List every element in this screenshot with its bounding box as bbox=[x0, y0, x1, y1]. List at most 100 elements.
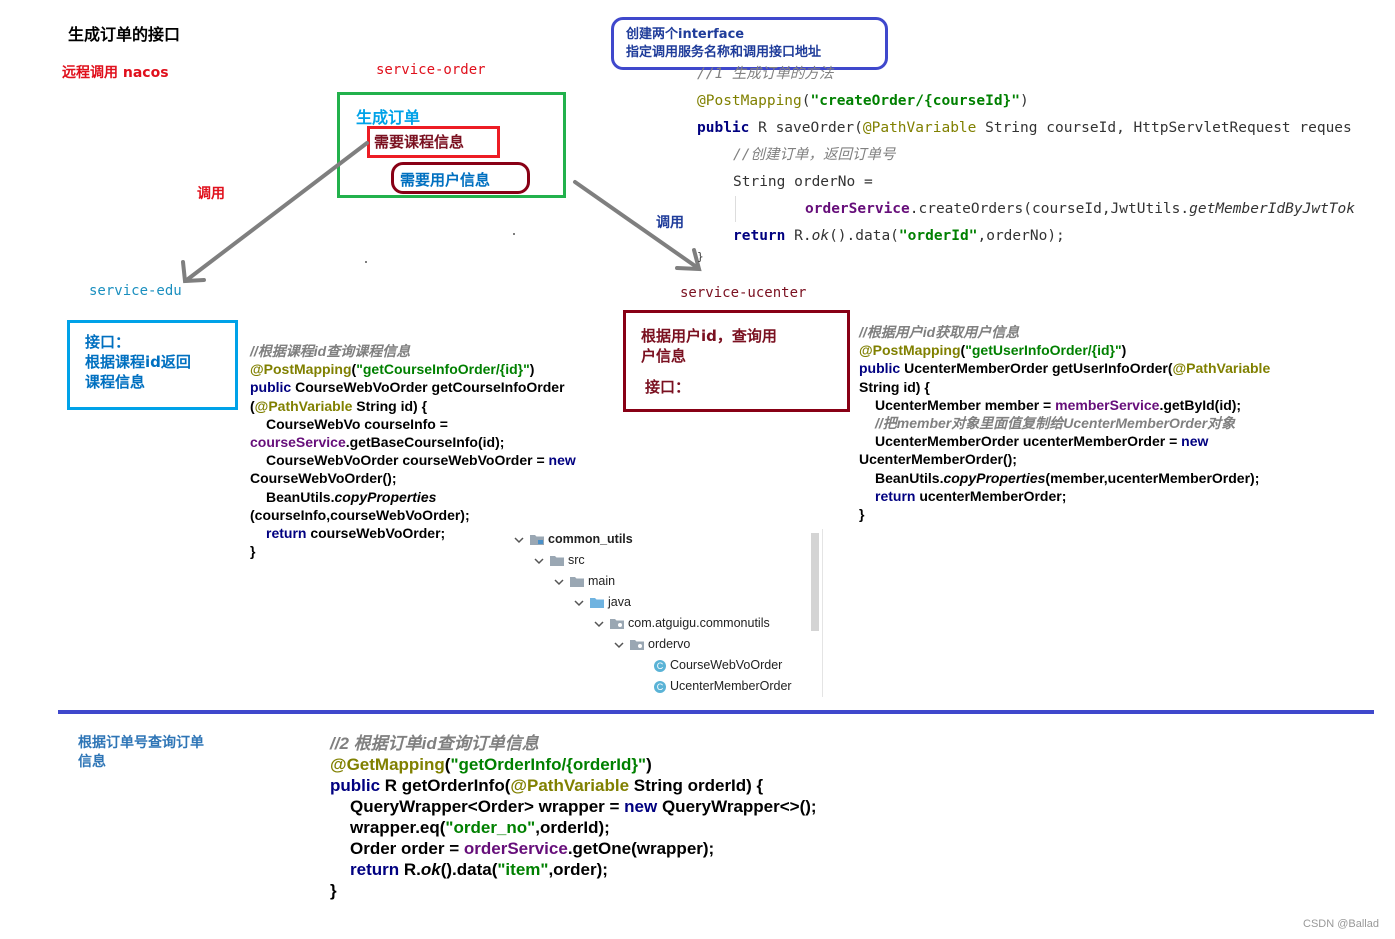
tree-item[interactable]: com.atguigu.commonutils bbox=[594, 613, 770, 634]
code-line: courseService.getBaseCourseInfo(id); bbox=[250, 433, 576, 451]
code-line: BeanUtils.copyProperties(member,ucenterM… bbox=[859, 469, 1270, 487]
code-string: "createOrder/{courseId}" bbox=[810, 93, 1021, 109]
code-keyword: new bbox=[548, 452, 576, 469]
code-token: UcenterMemberOrder ucenterMemberOrder = bbox=[875, 433, 1182, 450]
chevron-down-icon[interactable] bbox=[534, 556, 544, 566]
code-comment: //根据课程id查询课程信息 bbox=[250, 343, 411, 359]
code-annotation: @GetMapping bbox=[330, 755, 445, 774]
code-line: //根据课程id查询课程信息 bbox=[250, 342, 576, 360]
code-token: ( bbox=[250, 397, 255, 414]
code-token: UcenterMemberOrder(); bbox=[859, 451, 1017, 468]
need-user-label: 需要用户信息 bbox=[400, 171, 491, 189]
code-keyword: return bbox=[875, 487, 916, 504]
chevron-down-icon[interactable] bbox=[514, 535, 524, 545]
interface-note-line2: 指定调用服务名称和调用接口地址 bbox=[626, 45, 822, 60]
code-line: UcenterMemberOrder ucenterMemberOrder = … bbox=[859, 432, 1270, 450]
tree-scrollbar[interactable] bbox=[811, 533, 819, 631]
dot-mark bbox=[365, 261, 367, 263]
code-line: public R saveOrder(@PathVariable String … bbox=[697, 115, 1355, 142]
chevron-down-icon[interactable] bbox=[554, 577, 564, 587]
code-token: getMemberIdByJwtTok bbox=[1189, 201, 1355, 217]
code-token: ,orderNo); bbox=[977, 228, 1065, 244]
source-folder-icon bbox=[590, 598, 604, 608]
code-token: Order order = bbox=[350, 839, 464, 858]
code-token: } bbox=[859, 506, 865, 523]
tree-item[interactable]: java bbox=[574, 592, 631, 613]
chevron-down-icon[interactable] bbox=[594, 619, 604, 629]
service-ucenter-box-line1: 根据用户id，查询用 bbox=[641, 327, 777, 345]
query-label-line2: 信息 bbox=[78, 754, 106, 770]
tree-label: java bbox=[608, 595, 631, 609]
tree-item[interactable]: C UcenterMemberOrder bbox=[654, 676, 792, 697]
tree-item[interactable]: C CourseWebVoOrder bbox=[654, 655, 782, 676]
code-keyword: public bbox=[697, 120, 750, 136]
code-line: //创建订单，返回订单号 bbox=[697, 142, 1355, 169]
service-edu-box-line1: 接口： bbox=[85, 333, 131, 351]
code-line: //2 根据订单id查询订单信息 bbox=[330, 733, 817, 754]
code-line: @PostMapping("getUserInfoOrder/{id}") bbox=[859, 342, 1127, 359]
user-info-code: //根据用户id获取用户信息 @PostMapping("getUserInfo… bbox=[859, 323, 1270, 523]
class-icon: C bbox=[654, 680, 666, 693]
code-comment: //2 根据订单id查询订单信息 bbox=[330, 734, 539, 753]
service-order-box-title: 生成订单 bbox=[356, 108, 421, 127]
code-field: orderService bbox=[805, 201, 910, 217]
code-token: UcenterMemberOrder getUserInfoOrder( bbox=[900, 360, 1173, 377]
code-field: courseService bbox=[250, 434, 346, 451]
code-token: R saveOrder( bbox=[749, 120, 863, 136]
code-keyword: return bbox=[266, 525, 307, 542]
tree-item[interactable]: src bbox=[534, 550, 585, 571]
service-ucenter-box bbox=[623, 310, 850, 412]
service-edu-box-line2: 根据课程id返回 bbox=[85, 353, 191, 371]
code-annotation: @PathVariable bbox=[510, 776, 630, 795]
folder-icon bbox=[550, 556, 564, 566]
code-token: R getOrderInfo( bbox=[380, 776, 511, 795]
chevron-down-icon[interactable] bbox=[614, 640, 624, 650]
chevron-down-icon[interactable] bbox=[574, 598, 584, 608]
code-line: @PostMapping("getCourseInfoOrder/{id}") bbox=[250, 361, 535, 378]
tree-label: UcenterMemberOrder bbox=[670, 679, 792, 693]
tree-item[interactable]: main bbox=[554, 571, 615, 592]
code-keyword: return bbox=[350, 860, 400, 879]
code-token: QueryWrapper<>(); bbox=[657, 797, 817, 816]
code-token: } bbox=[330, 881, 337, 900]
code-token: BeanUtils. bbox=[266, 488, 335, 505]
code-token: ( bbox=[801, 93, 811, 109]
code-keyword: public bbox=[250, 379, 292, 396]
service-ucenter-label: service-ucenter bbox=[680, 285, 807, 301]
code-token: ok bbox=[420, 860, 441, 879]
code-keyword: public bbox=[859, 360, 901, 377]
code-line: public UcenterMemberOrder getUserInfoOrd… bbox=[859, 359, 1270, 377]
code-token: } bbox=[250, 543, 256, 560]
code-line: UcenterMemberOrder(); bbox=[859, 450, 1270, 468]
code-token: String orderId) { bbox=[629, 776, 764, 795]
code-comment: //1 生成订单的方法 bbox=[697, 66, 834, 82]
code-annotation: @PathVariable bbox=[862, 120, 977, 136]
service-ucenter-box-line3: 接口： bbox=[645, 378, 691, 396]
course-info-code: //根据课程id查询课程信息 @PostMapping("getCourseIn… bbox=[250, 342, 576, 560]
code-token: String id) { bbox=[352, 397, 428, 414]
code-line: UcenterMember member = memberService.get… bbox=[859, 396, 1270, 414]
code-string: "item" bbox=[497, 860, 549, 879]
folder-icon bbox=[570, 577, 584, 587]
code-line: QueryWrapper<Order> wrapper = new QueryW… bbox=[330, 796, 817, 817]
code-token: (courseInfo,courseWebVoOrder); bbox=[250, 506, 470, 523]
service-edu-box-line3: 课程信息 bbox=[85, 373, 146, 391]
code-comment: //把member对象里面值复制给UcenterMemberOrder对象 bbox=[875, 415, 1236, 432]
tree-item[interactable]: common_utils bbox=[514, 529, 633, 550]
code-token: ,orderId); bbox=[535, 818, 610, 837]
code-keyword: new bbox=[1181, 433, 1209, 450]
code-token: CourseWebVoOrder courseWebVoOrder = bbox=[266, 452, 549, 469]
code-line: @GetMapping("getOrderInfo/{orderId}") bbox=[330, 755, 652, 774]
code-token: ().data( bbox=[440, 860, 498, 879]
tree-label: main bbox=[588, 574, 616, 588]
indent-guide bbox=[735, 196, 736, 222]
code-token: wrapper.eq( bbox=[350, 818, 446, 837]
code-line: } bbox=[859, 505, 1270, 523]
call-right-label: 调用 bbox=[656, 215, 684, 231]
code-keyword: return bbox=[733, 228, 786, 244]
code-line: return ucenterMemberOrder; bbox=[859, 487, 1270, 505]
tree-item[interactable]: ordervo bbox=[614, 634, 690, 655]
code-field: memberService bbox=[1055, 396, 1160, 413]
code-line: //1 生成订单的方法 bbox=[697, 61, 1355, 88]
code-line: } bbox=[250, 542, 576, 560]
